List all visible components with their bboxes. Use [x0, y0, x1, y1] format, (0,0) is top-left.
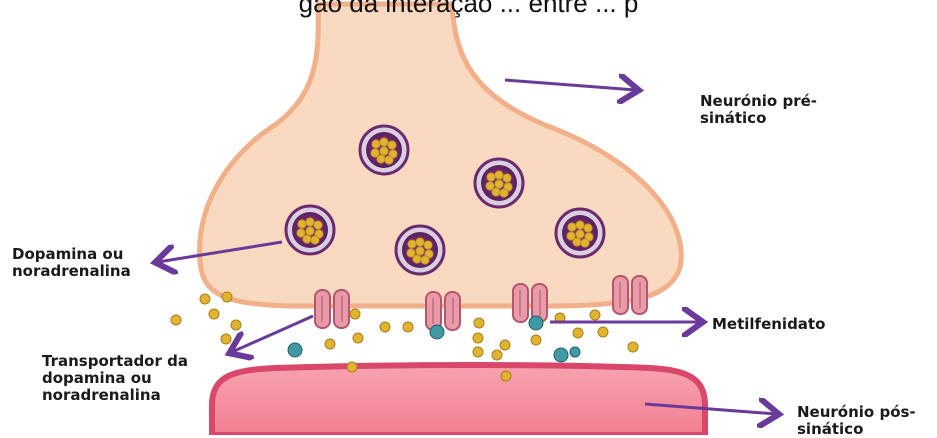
label-presynaptic: Neurónio pré- sinático [700, 93, 817, 127]
label-transporter: Transportador da dopamina ou noradrenali… [42, 353, 188, 404]
top-caption: gão da interação ... entre ... p [0, 0, 937, 19]
postsynaptic-neuron [212, 365, 705, 435]
vesicle [475, 159, 523, 207]
vesicle [360, 126, 408, 174]
label-postsynaptic: Neurónio pós- sinático [797, 404, 916, 438]
label-methylphenidate: Metilfenidato [712, 316, 825, 333]
vesicle [396, 226, 444, 274]
vesicle [556, 209, 604, 257]
label-dopamine: Dopamina ou noradrenalina [12, 246, 131, 280]
arrow-presynaptic [505, 80, 636, 90]
vesicle [286, 206, 334, 254]
